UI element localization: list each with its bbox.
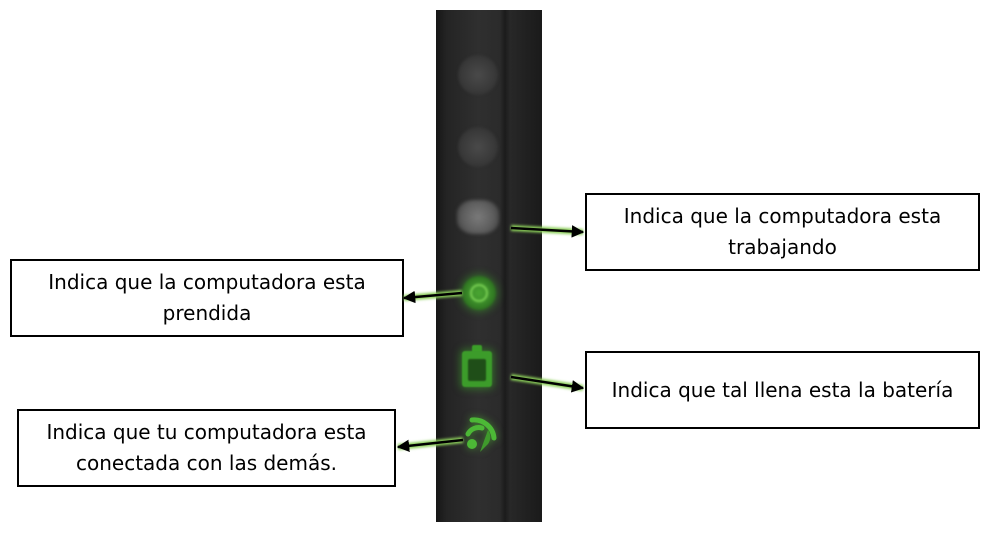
- battery-cap: [472, 345, 482, 352]
- unlit-led-top: [458, 55, 498, 95]
- callout-power: Indica que la computadora esta prendida: [10, 259, 404, 337]
- callout-network-line1: Indica que tu computadora esta: [46, 420, 367, 444]
- callout-battery-line1: Indica que tal llena esta la batería: [611, 377, 954, 402]
- arrow-power: [402, 290, 463, 304]
- callout-working-line2: trabajando: [728, 235, 837, 259]
- callout-working: Indica que la computadora esta trabajand…: [585, 193, 980, 271]
- callout-power-line2: prendida: [162, 301, 252, 325]
- battery-level: [468, 359, 486, 381]
- power-led: [462, 276, 496, 310]
- callout-battery: Indica que tal llena esta la batería: [585, 351, 980, 429]
- panel-edge: [500, 10, 510, 522]
- power-icon: [470, 284, 488, 302]
- callout-working-line1: Indica que la computadora esta: [623, 204, 942, 228]
- wireless-icon: [465, 417, 497, 452]
- callout-power-line1: Indica que la computadora esta: [48, 270, 366, 294]
- unlit-led-second: [458, 127, 498, 167]
- battery-led: [462, 345, 492, 387]
- arrow-battery: [510, 374, 585, 393]
- arrow-network: [396, 437, 464, 453]
- callout-network: Indica que tu computadora esta conectada…: [17, 409, 396, 487]
- callout-network-line2: conectada con las demás.: [76, 451, 337, 475]
- disk-activity-led: [457, 200, 499, 234]
- arrow-working: [510, 225, 585, 238]
